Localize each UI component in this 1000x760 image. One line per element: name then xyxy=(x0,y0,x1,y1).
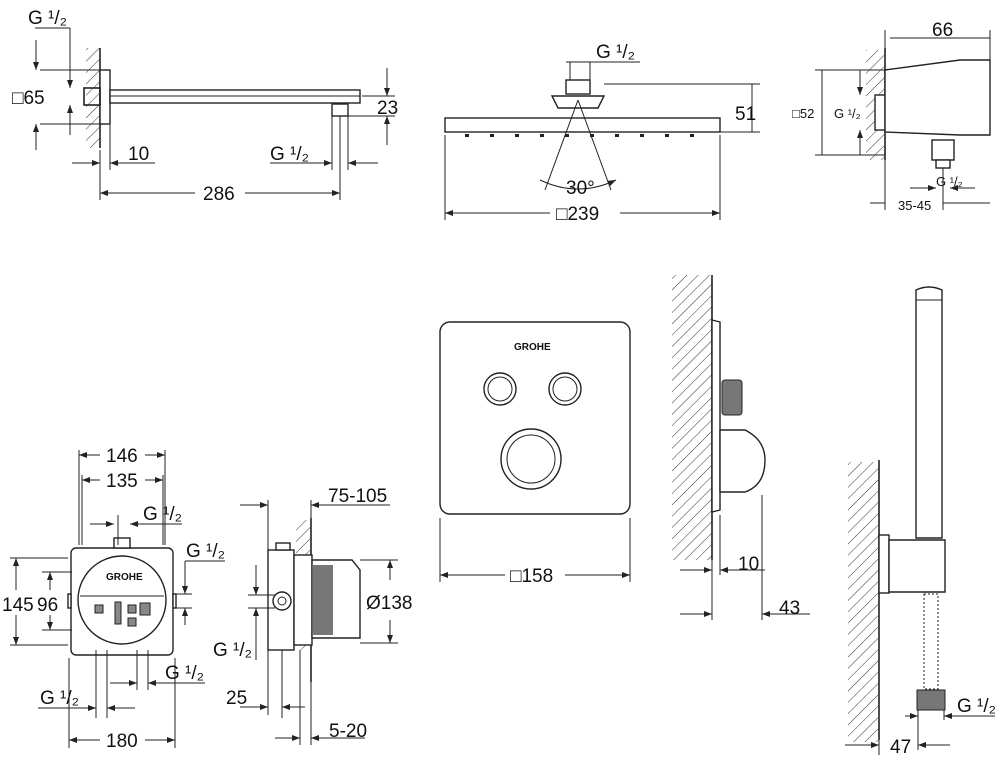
thread-label: G ¹/₂ xyxy=(834,106,861,121)
depth-label: 35-45 xyxy=(898,198,931,213)
shower-arm-drawing: G ¹/₂ □65 10 G ¹/₂ 286 23 xyxy=(12,8,398,205)
mounting-box-side-drawing: 75-105 Ø138 G ¹/₂ 25 5-20 xyxy=(213,486,412,745)
thread-label: G ¹/₂ xyxy=(957,696,996,717)
hand-shower-drawing: G ¹/₂ 47 xyxy=(845,286,996,758)
grohe-logo: GROHE xyxy=(106,572,143,583)
wall-outlet-drawing: 66 □52 G ¹/₂ G ¹/₂ 35-45 xyxy=(792,20,991,213)
depth-25-label: 25 xyxy=(226,688,247,709)
distance-47-label: 47 xyxy=(890,737,911,758)
width-135-label: 135 xyxy=(106,471,138,492)
diameter-label: Ø138 xyxy=(366,593,412,614)
flange-size-label: □52 xyxy=(792,106,814,121)
range-label: 5-20 xyxy=(329,721,367,742)
depth-label: 75-105 xyxy=(328,486,387,507)
thread-label: G ¹/₂ xyxy=(186,541,225,562)
thread-label: G ¹/₂ xyxy=(143,504,182,525)
width-label: 66 xyxy=(932,20,953,41)
thread-label: G ¹/₂ xyxy=(596,42,635,63)
size-label: □239 xyxy=(556,204,599,225)
length-label: 286 xyxy=(203,184,235,205)
thread-label: G ¹/₂ xyxy=(936,174,963,189)
width-180-label: 180 xyxy=(106,731,138,752)
thread-label: G ¹/₂ xyxy=(165,663,204,684)
head-shower-drawing: G ¹/₂ 51 30° □239 xyxy=(444,42,760,225)
grohe-logo: GROHE xyxy=(514,342,551,353)
height-label: 51 xyxy=(735,104,756,125)
depth-43-label: 43 xyxy=(779,598,800,619)
spray-angle-label: 30° xyxy=(566,178,595,199)
mounting-box-front-drawing: GROHE 146 135 G ¹/₂ G ¹/₂ 145 96 G ¹/₂ G… xyxy=(2,446,225,752)
thread-label: G ¹/₂ xyxy=(40,688,79,709)
wall-gap-label: 10 xyxy=(128,144,149,165)
trim-front-drawing: GROHE □158 xyxy=(439,321,631,587)
thread-label: G ¹/₂ xyxy=(270,144,309,165)
height-145-label: 145 xyxy=(2,595,34,616)
height-96-label: 96 xyxy=(37,595,58,616)
height-label: 23 xyxy=(377,98,398,119)
size-label: □158 xyxy=(510,566,553,587)
width-146-label: 146 xyxy=(106,446,138,467)
thread-label: G ¹/₂ xyxy=(28,8,67,29)
thread-label: G ¹/₂ xyxy=(213,640,252,661)
flange-size-label: □65 xyxy=(12,88,45,109)
depth-10-label: 10 xyxy=(738,554,759,575)
trim-side-drawing: 10 43 xyxy=(672,275,810,620)
